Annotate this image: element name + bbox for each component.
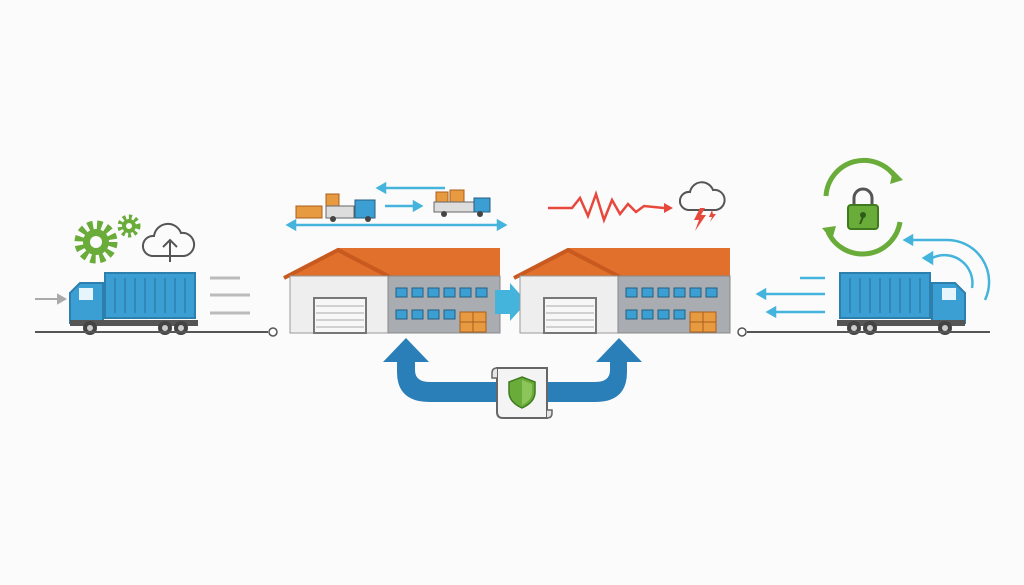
- shield-document-icon: [491, 367, 553, 419]
- warehouse-icon: [282, 246, 502, 335]
- incoming-arrow: [35, 293, 68, 305]
- gear-icon: [74, 214, 141, 264]
- disruption-signal: [548, 190, 673, 224]
- transfer-arrow: [495, 283, 527, 321]
- node-dot: [737, 327, 747, 337]
- node-dot: [268, 327, 278, 337]
- speed-lines: [210, 276, 250, 315]
- warehouse-icon: [512, 246, 732, 335]
- cloud-upload-icon: [142, 222, 196, 262]
- cloud-lightning-icon: [679, 181, 726, 231]
- return-arrows: [755, 233, 991, 319]
- truck-icon: [836, 272, 966, 336]
- forklift-icon: [295, 189, 491, 222]
- truck-icon: [69, 272, 199, 336]
- feedback-flow-arrow: [383, 338, 642, 402]
- exchange-arrows: [285, 181, 508, 232]
- lock-icon: [822, 157, 903, 257]
